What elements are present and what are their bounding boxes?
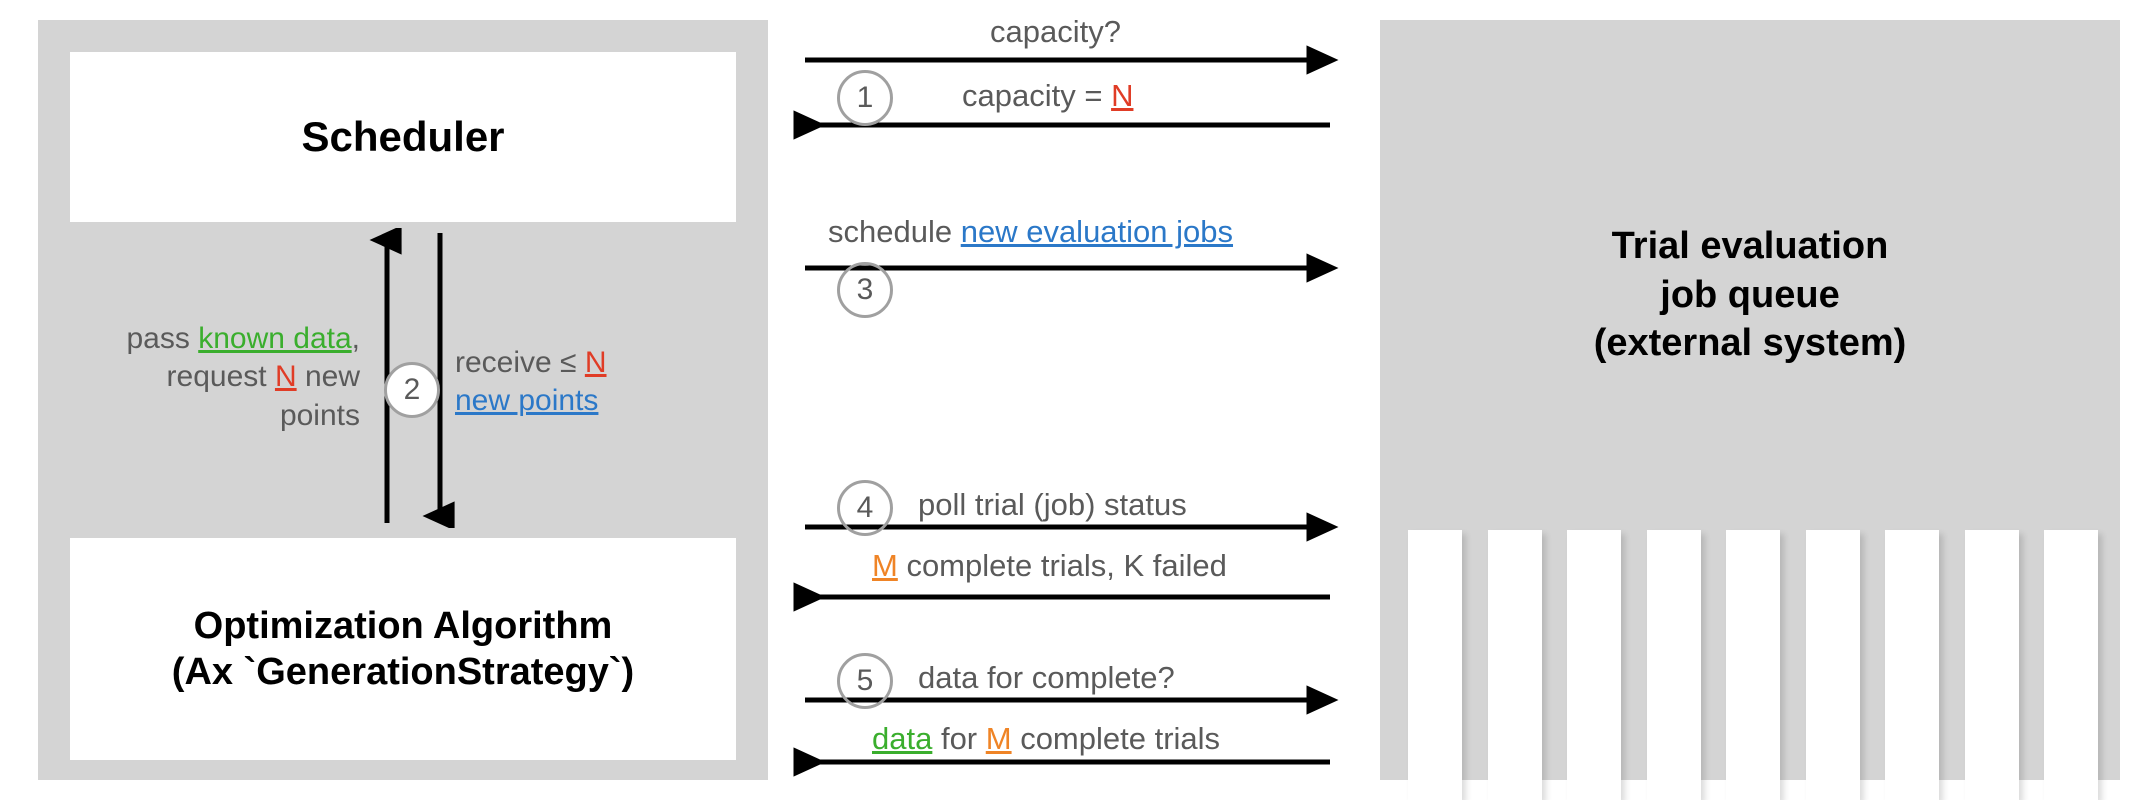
step2-n-keyword: N <box>274 360 297 394</box>
step4-bottom-label: M complete trials, K failed <box>872 548 1227 584</box>
step1-capacity-question: capacity? <box>990 14 1121 49</box>
step3-label: schedule new evaluation jobs <box>828 214 1233 250</box>
job-slot <box>1567 530 1621 800</box>
step-circle-1[interactable]: 1 <box>837 70 893 126</box>
job-slot <box>1646 530 1701 800</box>
step-circle-2[interactable]: 2 <box>384 362 440 418</box>
job-slot-list <box>1408 530 2098 800</box>
step2-left-line1-pre: pass <box>126 322 199 355</box>
step2-right-line1-pre: receive ≤ <box>455 346 585 379</box>
step4-m-keyword: M <box>872 548 898 583</box>
step2-left-line2-post: new <box>296 360 360 394</box>
step2-right-label-line-2: new points <box>455 382 735 420</box>
optimization-algorithm-line-2: (Ax `GenerationStrategy`) <box>171 651 635 693</box>
step-circle-5[interactable]: 5 <box>837 653 893 709</box>
job-queue-title-line-3: (external system) <box>1593 322 1907 365</box>
job-queue-title-line-1: Trial evaluation <box>1611 225 1889 267</box>
job-slot <box>1885 530 1939 800</box>
scheduler-label: Scheduler <box>301 113 505 160</box>
optimization-algorithm-line-1: Optimization Algorithm <box>193 604 613 647</box>
step2-new-points-keyword: new points <box>455 384 599 418</box>
step5-data-for-complete-text: data for complete? <box>918 660 1175 695</box>
step2-known-data-keyword: known data <box>198 322 352 355</box>
step2-left-label-line-1: pass known data, <box>60 320 360 358</box>
step1-n-keyword: N <box>1111 78 1134 113</box>
step4-complete-trials-text: complete trials, K failed <box>897 548 1227 583</box>
step2-right-label-line-1: receive ≤ N <box>455 344 735 382</box>
step2-left-label: pass known data, request N new points <box>60 320 360 435</box>
step-circle-3[interactable]: 3 <box>837 262 893 318</box>
job-queue-title-line-2: job queue <box>1660 273 1840 316</box>
step3-new-evaluation-jobs-keyword: new evaluation jobs <box>960 214 1234 249</box>
step-circle-4[interactable]: 4 <box>837 480 893 536</box>
step1-bottom-label: capacity = N <box>962 78 1133 114</box>
optimization-algorithm-box: Optimization Algorithm (Ax `GenerationSt… <box>70 538 736 760</box>
step5-top-label: data for complete? <box>918 660 1175 696</box>
job-slot <box>1964 530 2019 800</box>
scheduler-box: Scheduler <box>70 52 736 222</box>
job-slot <box>1805 530 1860 800</box>
step1-capacity-equals-pre: capacity = <box>962 78 1112 113</box>
step3-schedule-pre: schedule <box>828 214 961 249</box>
job-slot <box>1726 530 1780 800</box>
step5-data-keyword: data <box>872 721 933 756</box>
step2-left-line1-post: , <box>351 322 360 355</box>
step2-left-line2-pre: request <box>166 360 275 394</box>
step5-m-keyword: M <box>985 721 1012 756</box>
step4-poll-status-text: poll trial (job) status <box>918 487 1187 522</box>
optimization-algorithm-label: Optimization Algorithm (Ax `GenerationSt… <box>172 603 634 696</box>
step1-top-label: capacity? <box>990 14 1121 50</box>
step5-complete-trials-text: complete trials <box>1011 721 1221 756</box>
step5-for-text: for <box>932 721 986 756</box>
job-queue-title: Trial evaluation job queue (external sys… <box>1380 222 2120 368</box>
step2-right-n-keyword: N <box>584 346 607 379</box>
job-slot <box>1408 530 1462 800</box>
step2-left-label-line-2: request N new <box>60 358 360 396</box>
job-slot <box>1487 530 1542 800</box>
step5-bottom-label: data for M complete trials <box>872 721 1220 757</box>
step2-right-label: receive ≤ N new points <box>455 344 735 421</box>
job-slot <box>2044 530 2098 800</box>
step4-top-label: poll trial (job) status <box>918 487 1187 523</box>
step2-left-label-line-3: points <box>279 398 360 432</box>
